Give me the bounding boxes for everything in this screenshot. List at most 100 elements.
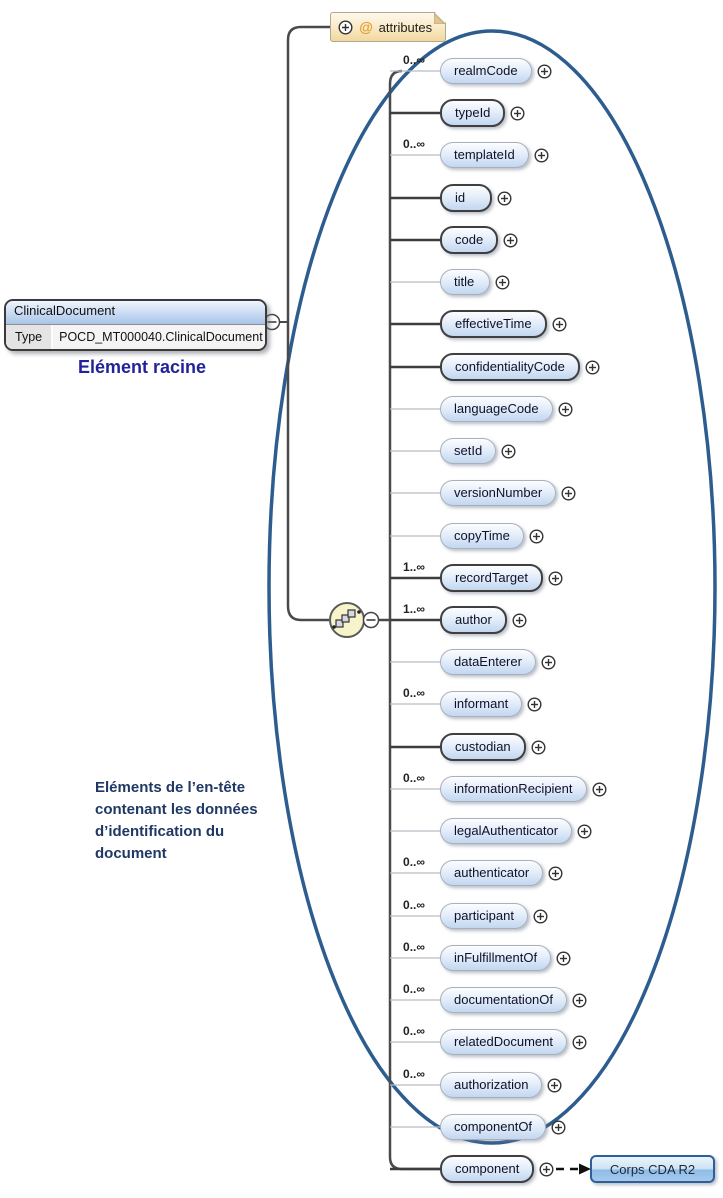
expand-icon-wrap[interactable] bbox=[577, 823, 592, 839]
element-pill[interactable]: typeId bbox=[440, 99, 506, 127]
element-pill[interactable]: participant bbox=[440, 903, 528, 929]
element-row: 0..∞documentationOf bbox=[390, 982, 587, 1014]
expand-icon-wrap[interactable] bbox=[572, 992, 587, 1008]
element-pill[interactable]: informant bbox=[440, 691, 523, 717]
cardinality-label: 0..∞ bbox=[403, 898, 425, 912]
element-pill[interactable]: custodian bbox=[440, 733, 526, 761]
expand-icon[interactable] bbox=[541, 654, 556, 670]
root-caption: Elément racine bbox=[78, 357, 207, 377]
expand-icon-wrap[interactable] bbox=[529, 528, 544, 544]
element-pill[interactable]: copyTime bbox=[440, 523, 524, 549]
expand-icon[interactable] bbox=[534, 147, 549, 163]
expand-icon[interactable] bbox=[572, 992, 587, 1008]
expand-icon-wrap[interactable] bbox=[561, 485, 576, 501]
expand-icon-wrap[interactable] bbox=[510, 105, 525, 121]
element-pill[interactable]: authorization bbox=[440, 1072, 543, 1098]
element-pill[interactable]: documentationOf bbox=[440, 987, 568, 1013]
sequence-collapse-icon[interactable] bbox=[362, 611, 392, 629]
element-pill[interactable]: code bbox=[440, 226, 499, 254]
element-pill[interactable]: componentOf bbox=[440, 1114, 547, 1140]
expand-icon-wrap[interactable] bbox=[512, 612, 527, 628]
expand-icon-wrap[interactable] bbox=[503, 232, 518, 248]
element-pill[interactable]: dataEnterer bbox=[440, 649, 536, 675]
expand-icon-wrap[interactable] bbox=[497, 190, 512, 206]
expand-icon-wrap[interactable] bbox=[534, 147, 549, 163]
expand-icon[interactable] bbox=[527, 696, 542, 712]
expand-icon[interactable] bbox=[577, 823, 592, 839]
expand-icon[interactable] bbox=[539, 1161, 554, 1177]
element-row: component bbox=[390, 1155, 554, 1183]
expand-icon[interactable] bbox=[529, 528, 544, 544]
expand-icon-wrap[interactable] bbox=[572, 1034, 587, 1050]
expand-icon-wrap[interactable] bbox=[585, 359, 600, 375]
expand-icon[interactable] bbox=[561, 485, 576, 501]
element-pill[interactable]: templateId bbox=[440, 142, 529, 168]
element-pill[interactable]: languageCode bbox=[440, 396, 553, 422]
element-pill[interactable]: setId bbox=[440, 438, 497, 464]
expand-icon-wrap[interactable] bbox=[531, 739, 546, 755]
element-pill[interactable]: confidentialityCode bbox=[440, 353, 580, 381]
element-pill[interactable]: inFulfillmentOf bbox=[440, 945, 552, 971]
expand-icon-wrap[interactable] bbox=[539, 1161, 554, 1177]
expand-icon[interactable] bbox=[585, 359, 600, 375]
expand-icon-wrap[interactable] bbox=[527, 696, 542, 712]
expand-icon-wrap[interactable] bbox=[548, 865, 563, 881]
element-pill[interactable]: realmCode bbox=[440, 58, 532, 84]
expand-icon-wrap[interactable] bbox=[501, 443, 516, 459]
root-element-box[interactable]: ClinicalDocument Type POCD_MT000040.Clin… bbox=[4, 299, 267, 351]
element-pill[interactable]: authenticator bbox=[440, 860, 544, 886]
body-box[interactable]: Corps CDA R2 bbox=[590, 1155, 715, 1183]
expand-icon[interactable] bbox=[552, 316, 567, 332]
expand-icon[interactable] bbox=[537, 63, 552, 79]
expand-icon[interactable] bbox=[512, 612, 527, 628]
expand-icon[interactable] bbox=[501, 443, 516, 459]
expand-icon[interactable] bbox=[510, 105, 525, 121]
element-pill[interactable]: id bbox=[440, 184, 492, 212]
expand-icon-wrap[interactable] bbox=[558, 401, 573, 417]
expand-icon-wrap[interactable] bbox=[551, 1119, 566, 1135]
element-pill[interactable]: versionNumber bbox=[440, 480, 557, 506]
expand-icon[interactable] bbox=[531, 739, 546, 755]
element-pill[interactable]: title bbox=[440, 269, 490, 295]
expand-icon[interactable] bbox=[572, 1034, 587, 1050]
expand-icon[interactable] bbox=[548, 865, 563, 881]
attributes-box[interactable]: @ attributes bbox=[330, 12, 446, 42]
expand-icon-wrap[interactable] bbox=[495, 274, 510, 290]
expand-icon-wrap[interactable] bbox=[556, 950, 571, 966]
element-pill[interactable]: relatedDocument bbox=[440, 1029, 567, 1055]
element-pill[interactable]: informationRecipient bbox=[440, 776, 587, 802]
expand-icon[interactable] bbox=[338, 20, 353, 35]
element-row: custodian bbox=[390, 733, 546, 761]
expand-icon[interactable] bbox=[558, 401, 573, 417]
expand-icon-wrap[interactable] bbox=[537, 63, 552, 79]
cardinality-label: 0..∞ bbox=[403, 686, 425, 700]
root-collapse-icon[interactable] bbox=[263, 313, 289, 331]
sequence-icon[interactable] bbox=[329, 602, 365, 638]
expand-icon[interactable] bbox=[495, 274, 510, 290]
expand-icon[interactable] bbox=[533, 908, 548, 924]
element-row: 0..∞inFulfillmentOf bbox=[390, 940, 571, 972]
expand-icon-wrap[interactable] bbox=[541, 654, 556, 670]
expand-icon-wrap[interactable] bbox=[548, 570, 563, 586]
element-row: 0..∞ informant bbox=[390, 686, 542, 718]
expand-icon-wrap[interactable] bbox=[547, 1077, 562, 1093]
cardinality-label: 0..∞ bbox=[403, 1067, 425, 1081]
expand-icon[interactable] bbox=[547, 1077, 562, 1093]
expand-icon[interactable] bbox=[551, 1119, 566, 1135]
expand-icon[interactable] bbox=[548, 570, 563, 586]
element-row: copyTime bbox=[390, 522, 544, 550]
expand-icon-wrap[interactable] bbox=[552, 316, 567, 332]
element-pill[interactable]: recordTarget bbox=[440, 564, 543, 592]
expand-icon[interactable] bbox=[497, 190, 512, 206]
expand-icon-wrap[interactable] bbox=[533, 908, 548, 924]
expand-icon[interactable] bbox=[556, 950, 571, 966]
expand-icon[interactable] bbox=[592, 781, 607, 797]
element-pill[interactable]: legalAuthenticator bbox=[440, 818, 573, 844]
expand-icon-wrap[interactable] bbox=[592, 781, 607, 797]
element-pill[interactable]: author bbox=[440, 606, 507, 634]
element-row: languageCode bbox=[390, 395, 573, 423]
expand-icon[interactable] bbox=[503, 232, 518, 248]
element-pill[interactable]: component bbox=[440, 1155, 535, 1183]
element-pill[interactable]: effectiveTime bbox=[440, 310, 547, 338]
